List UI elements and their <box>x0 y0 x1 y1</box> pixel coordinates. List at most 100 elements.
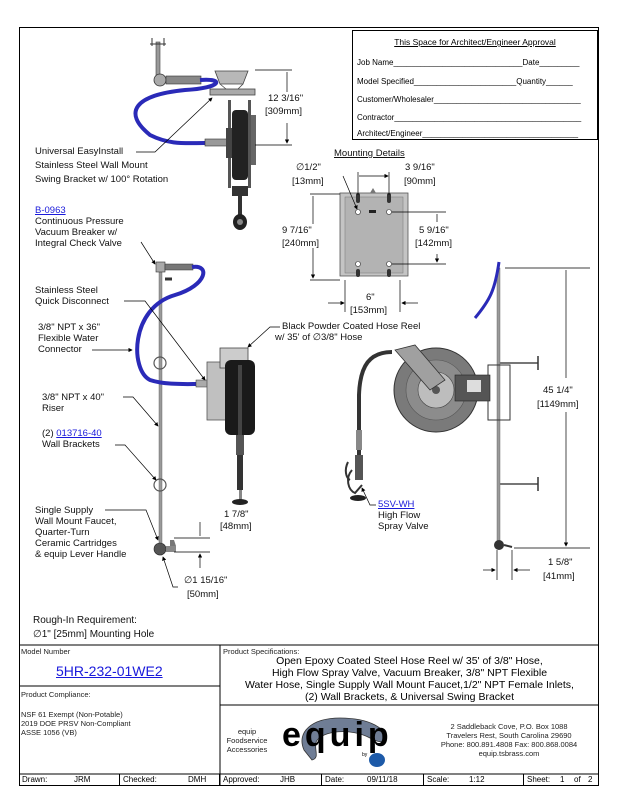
dim-hole-dia-mm: [13mm] <box>292 176 324 187</box>
dim-overall-height-mm: [1149mm] <box>537 399 579 410</box>
top-view-assembly <box>133 38 256 230</box>
dim-hole-dia-in: ∅1/2" <box>296 162 321 173</box>
dim-hole-spacing-h-in: 5 9/16" <box>419 225 449 236</box>
dim-plate-w-mm: [153mm] <box>350 305 387 316</box>
callout-swing-bracket-line1: Universal EasyInstall <box>35 146 124 157</box>
callout-wall-brackets: Wall Brackets <box>42 439 100 450</box>
specs-label: Product Specifications: <box>223 647 300 656</box>
callout-riser-line1: 3/8" NPT x 40" <box>42 392 105 403</box>
callout-faucet-line2: Wall Mount Faucet, <box>35 516 117 527</box>
specs-line3: Water Hose, Single Supply Wall Mount Fau… <box>245 679 574 691</box>
callout-faucet-line5: & equip Lever Handle <box>35 549 127 560</box>
approved-label: Approved: <box>223 775 260 784</box>
approval-contractor-field[interactable]: Contractor______________________________… <box>357 113 582 122</box>
address-line4: equip.tsbrass.com <box>478 749 540 758</box>
callout-swing-bracket-line3: Swing Bracket w/ 100° Rotation <box>35 174 169 185</box>
date-label: Date: <box>325 775 345 784</box>
front-view-assembly <box>135 261 255 556</box>
approval-box: This Space for Architect/Engineer Approv… <box>352 30 598 140</box>
specs-line2: High Flow Spray Valve, Vacuum Breaker, 3… <box>271 667 548 679</box>
dim-hole-spacing-w-in: 3 9/16" <box>405 162 435 173</box>
callout-flex-connector-line1: 3/8" NPT x 36" <box>38 322 101 333</box>
specs-text: Open Epoxy Coated Steel Hose Reel w/ 35'… <box>220 655 599 703</box>
drawing-sheet-border <box>19 27 599 786</box>
brand-tag-line2: Foodservice <box>226 736 268 745</box>
dim-faucet-height-in: 1 7/8" <box>224 509 249 520</box>
address-line1: 2 Saddleback Cove, P.O. Box 1088 <box>450 722 568 731</box>
logo-swoosh-icon <box>301 717 387 767</box>
footer-approved: Approved: JHB <box>220 774 322 786</box>
dim-hole-spacing-h-mm: [142mm] <box>415 238 452 249</box>
rough-in-value: ∅1" [25mm] Mounting Hole <box>33 629 155 640</box>
dim-hole-spacing-w-mm: [90mm] <box>404 176 436 187</box>
model-number-link[interactable]: 5HR-232-01WE2 <box>56 663 163 679</box>
callout-wall-brackets-qty: (2) 013716-40 <box>42 428 102 439</box>
model-number-label: Model Number <box>21 647 71 656</box>
address-line2: Travelers Rest, South Carolina 29690 <box>446 731 572 740</box>
callout-vacuum-breaker-line1: Continuous Pressure <box>35 216 124 227</box>
sheet-value: 1 <box>560 775 565 784</box>
checked-label: Checked: <box>123 775 157 784</box>
dim-plate-h-in: 9 7/16" <box>282 225 312 236</box>
callout-faucet-line1: Single Supply <box>35 505 94 516</box>
footer-sheet: Sheet: 1 of 2 <box>524 774 599 786</box>
callout-hose-reel-line1: Black Powder Coated Hose Reel <box>282 321 421 332</box>
vacuum-breaker-link[interactable]: B-0963 <box>35 205 66 216</box>
dim-faucet-height-mm: [48mm] <box>220 521 252 532</box>
wall-brackets-qty: (2) <box>42 428 54 439</box>
approval-model-field[interactable]: Model Specified_______________________Qu… <box>357 77 573 86</box>
compliance-line2: 2019 DOE PRSV Non-Compliant <box>21 719 131 728</box>
title-block-grid <box>19 644 599 786</box>
dim-faucet-dia-in: ∅1 15/16" <box>184 575 228 586</box>
footer-drawn: Drawn: JRM <box>19 774 120 786</box>
scale-label: Scale: <box>427 775 450 784</box>
callout-vacuum-breaker-line2: Vacuum Breaker w/ <box>35 227 118 238</box>
callout-spray-valve-line2: Spray Valve <box>378 521 429 532</box>
logo-by: by <box>362 752 368 758</box>
callout-flex-connector-line3: Connector <box>38 344 82 355</box>
approval-customer-field[interactable]: Customer/Wholesaler_____________________… <box>357 95 581 104</box>
scale-value: 1:12 <box>469 775 485 784</box>
rough-in-title: Rough-In Requirement: <box>33 615 137 626</box>
date-value: 09/11/18 <box>367 775 398 784</box>
footer-scale: Scale: 1:12 <box>424 774 524 786</box>
approval-title: This Space for Architect/Engineer Approv… <box>394 37 556 47</box>
wall-brackets-link[interactable]: 013716-40 <box>56 428 102 439</box>
compliance-line1: NSF 61 Exempt (Non-Potable) <box>21 710 123 719</box>
dim-plate-w-in: 6" <box>366 292 375 303</box>
compliance-label: Product Compliance: <box>21 690 91 699</box>
dim-bracket-height-in: 12 3/16" <box>268 93 304 104</box>
sheet-total: 2 <box>588 775 593 784</box>
callout-quick-disconnect-line2: Quick Disconnect <box>35 296 109 307</box>
dimension-line-bracket-height <box>255 69 292 145</box>
callout-hose-reel-line2: w/ 35' of ∅3/8" Hose <box>275 332 363 343</box>
mounting-details-title: Mounting Details <box>334 148 405 159</box>
drawn-value: JRM <box>74 775 91 784</box>
dim-faucet-dia-mm: [50mm] <box>187 589 219 600</box>
callout-spray-valve-line1: High Flow <box>378 510 421 521</box>
brand-tag-line1: equip <box>237 727 257 736</box>
sheet-label: Sheet: <box>527 775 551 784</box>
equip-logo: equip by <box>282 712 422 770</box>
address-line3: Phone: 800.891.4808 Fax: 800.868.0084 <box>440 740 578 749</box>
approval-job-name-field[interactable]: Job Name_____________________________Dat… <box>357 58 580 67</box>
dim-plate-h-mm: [240mm] <box>282 238 319 249</box>
brand-tag: equip Foodservice Accessories <box>222 727 272 754</box>
mounting-plate-drawing <box>339 188 409 277</box>
approved-value: JHB <box>280 775 296 784</box>
callout-faucet-line3: Quarter-Turn <box>35 527 90 538</box>
company-address: 2 Saddleback Cove, P.O. Box 1088 Travele… <box>420 722 598 758</box>
sheet-of-label: of <box>574 775 581 784</box>
approval-architect-field[interactable]: Architect/Engineer______________________… <box>357 129 579 138</box>
dim-overall-height-in: 45 1/4" <box>543 385 573 396</box>
footer-date: Date: 09/11/18 <box>322 774 424 786</box>
callout-riser-line2: Riser <box>42 403 65 414</box>
dim-bracket-height-mm: [309mm] <box>265 106 302 117</box>
callout-vacuum-breaker-line3: Integral Check Valve <box>35 238 122 249</box>
spray-valve-link[interactable]: 5SV-WH <box>378 499 415 510</box>
footer-checked: Checked: DMH <box>120 774 220 786</box>
compliance-line3: ASSE 1056 (VB) <box>21 728 77 737</box>
dim-faucet-offset-mm: [41mm] <box>543 571 575 582</box>
dim-faucet-offset-in: 1 5/8" <box>548 557 573 568</box>
